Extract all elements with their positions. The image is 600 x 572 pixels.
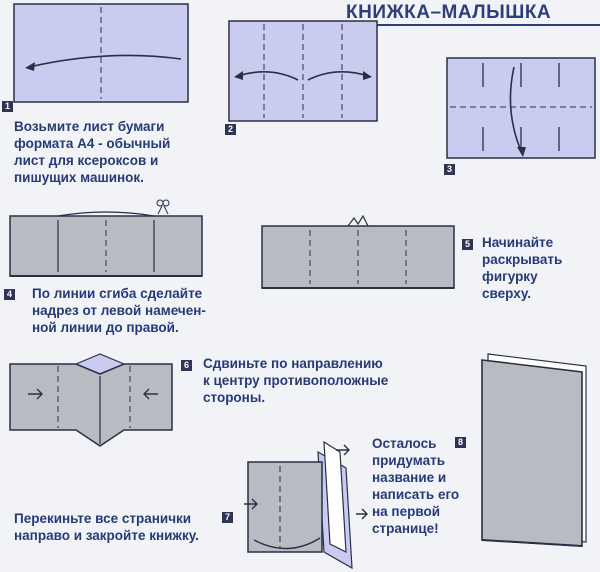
step-8-badge: 8 (455, 437, 466, 448)
step-6-text: Сдвиньте по направлению к центру противо… (203, 356, 389, 405)
step-7-figure (240, 432, 380, 572)
step-4-figure (6, 194, 206, 284)
step-3-badge: 3 (444, 164, 455, 175)
step-7-text: Перекиньте все странички направо и закро… (14, 511, 199, 543)
step-4-badge: 4 (4, 289, 15, 300)
step-8-figure (474, 352, 594, 552)
step-6-badge: 6 (181, 360, 192, 371)
step-2-badge: 2 (225, 124, 236, 135)
step-7-badge: 7 (222, 512, 233, 523)
step-4-text: По линии сгиба сделайте надрез от левой … (32, 286, 206, 335)
step-1-badge: 1 (2, 101, 13, 112)
title-underline (318, 24, 600, 26)
step-5-badge: 5 (462, 239, 473, 250)
page-title: КНИЖКА–МАЛЫШКА (346, 2, 552, 23)
step-1-figure (13, 3, 189, 103)
step-5-text: Начинайте раскрывать фигурку сверху. (482, 235, 563, 301)
step-3-figure (446, 57, 596, 159)
step-5-figure (258, 212, 458, 292)
step-6-figure (6, 350, 176, 450)
step-8-text: Осталось придумать название и написать е… (372, 436, 460, 536)
step-1-text: Возьмите лист бумаги формата А4 - обычны… (14, 119, 171, 185)
step-2-figure (228, 20, 378, 122)
